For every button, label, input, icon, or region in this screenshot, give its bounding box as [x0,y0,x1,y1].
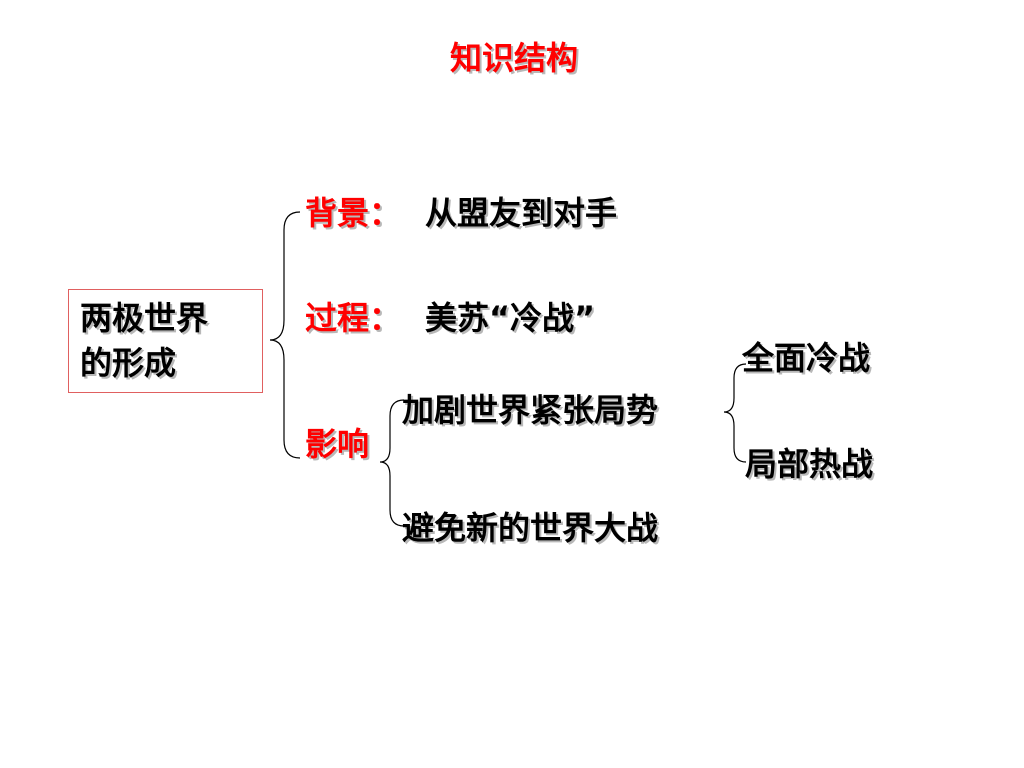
process-label: 过程： [305,299,402,337]
process-text: 美苏“冷战” [425,299,596,337]
aggravate-brace [723,363,747,463]
background-label: 背景： [305,194,402,232]
full-cold-war-node: 全面冷战 [742,339,871,377]
root-node-box [68,289,263,393]
root-node-line1: 两极世界 [80,299,209,337]
root-node-line2: 的形成 [80,344,177,382]
impact-aggravate-tension: 加剧世界紧张局势 [402,391,659,429]
impact-brace [379,399,405,527]
main-brace [269,211,301,459]
impact-label: 影响 [305,425,370,463]
local-hot-war-node: 局部热战 [745,445,874,483]
background-text: 从盟友到对手 [425,194,618,232]
slide-title: 知识结构 [450,39,579,77]
impact-avoid-world-war: 避免新的世界大战 [402,509,659,547]
